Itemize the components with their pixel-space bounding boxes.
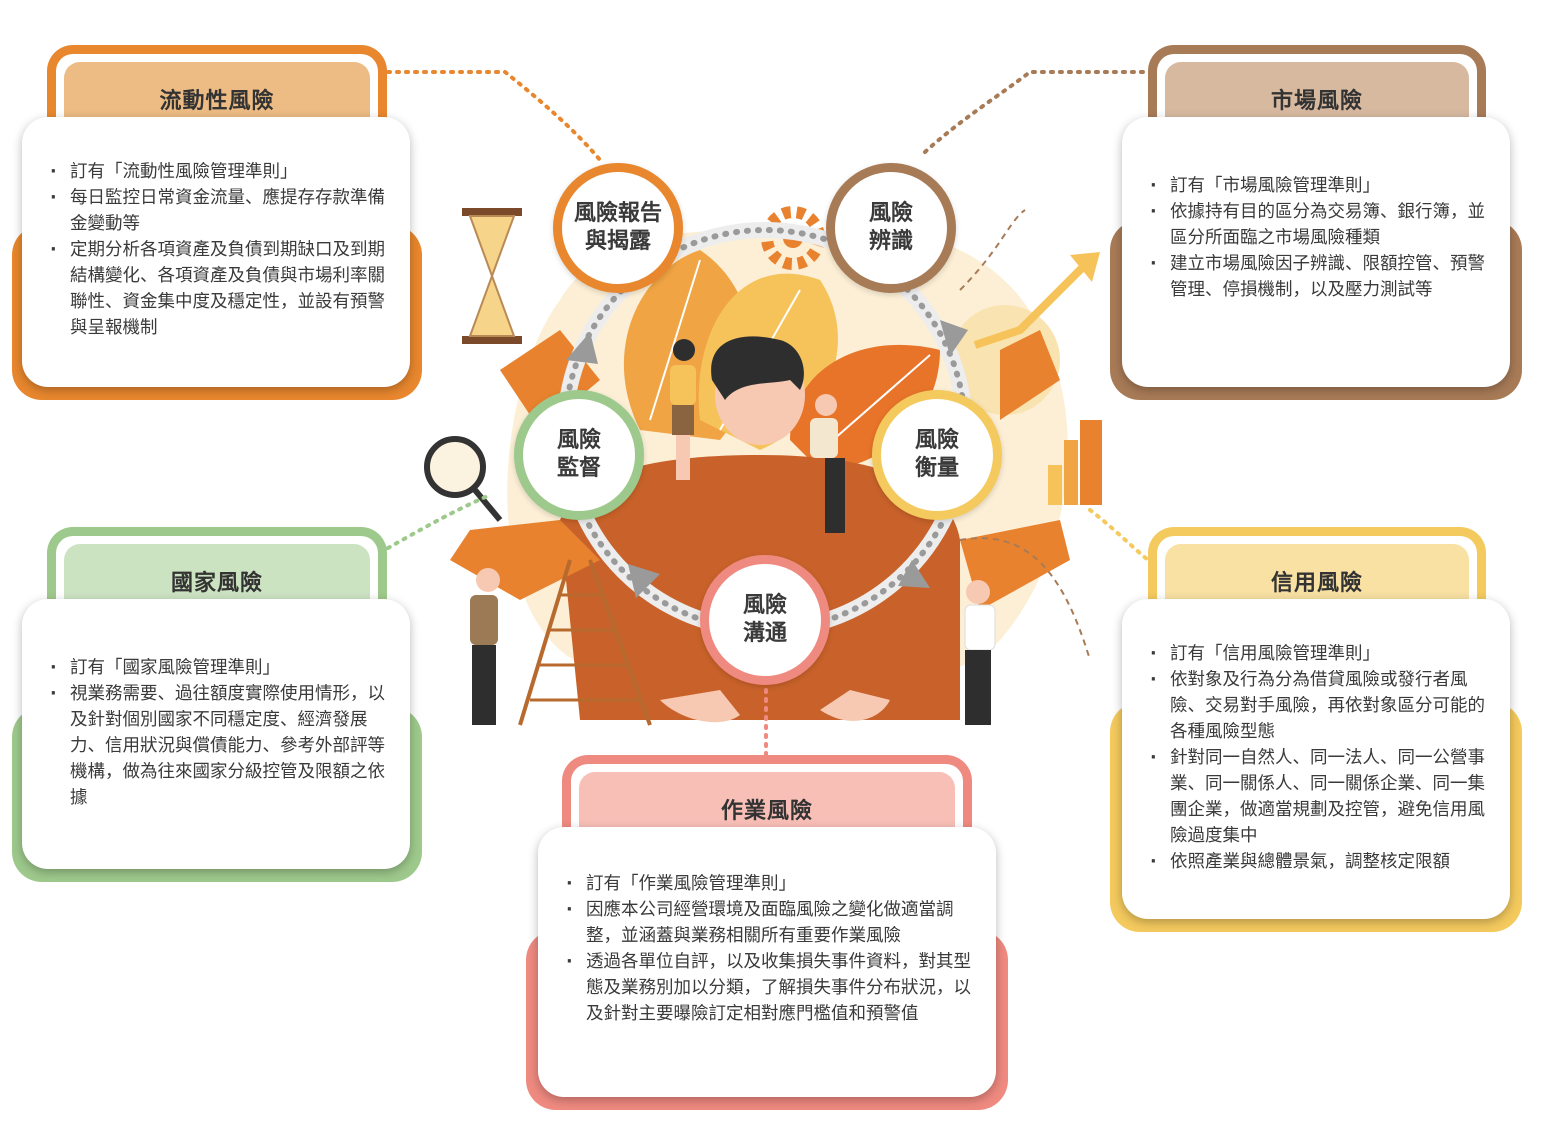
dashed-curve-bottom (959, 537, 1091, 661)
connector-liquidity (386, 70, 602, 162)
cycle-arrow-bottom-left (628, 564, 660, 598)
cycle-node-identify-label: 風險 辨識 (868, 201, 913, 254)
list-item: 透過各單位自評，以及收集損失事件資料，對其型態及業務別加以分類，了解損失事件分布… (564, 949, 980, 1027)
person-right-head (966, 580, 990, 604)
cycle-node-monitor: 風險 監督 (514, 390, 644, 520)
card-market-risk: 市場風險 訂有「市場風險管理準則」 依據持有目的區分為交易簿、銀行簿，並區分所面… (1110, 45, 1522, 400)
hourglass-top (462, 208, 522, 216)
trend-arrowhead (1070, 252, 1100, 282)
card-credit-title: 信用風險 (1270, 570, 1363, 596)
hand-bottom-right (820, 690, 890, 721)
cycle-node-measure-label: 風險 衡量 (914, 428, 959, 481)
list-item: 訂有「流動性風險管理準則」 (48, 159, 396, 185)
connector-market (923, 70, 1150, 154)
person-right-body (964, 604, 996, 651)
magnifier-lens (424, 436, 486, 498)
person-left-legs (472, 645, 496, 725)
cycle-node-identify: 風險 辨識 (826, 163, 956, 293)
cycle-node-communicate-label: 風險 溝通 (742, 593, 787, 646)
list-item: 依據持有目的區分為交易簿、銀行簿，並區分所面臨之市場風險種類 (1148, 199, 1496, 251)
list-item: 建立市場風險因子辨識、限額控管、預警管理、停損機制，以及壓力測試等 (1148, 251, 1496, 303)
card-market-title: 市場風險 (1270, 88, 1363, 114)
bar-chart-bar-3 (1080, 420, 1102, 505)
person-standing-head (673, 339, 695, 361)
person-sitting-body (810, 418, 838, 458)
connector-country (386, 493, 492, 550)
person-left-head (476, 568, 500, 592)
card-market-body: 訂有「市場風險管理準則」 依據持有目的區分為交易簿、銀行簿，並區分所面臨之市場風… (1122, 117, 1510, 387)
person-sitting-legs (825, 458, 845, 533)
person-left-body (470, 595, 498, 645)
list-item: 訂有「信用風險管理準則」 (1148, 641, 1498, 667)
list-item: 依照產業與總體景氣，調整核定限額 (1148, 849, 1498, 875)
card-country-body: 訂有「國家風險管理準則」 視業務需要、過往額度實際使用情形，以及針對個別國家不同… (22, 599, 410, 869)
card-country-list: 訂有「國家風險管理準則」 視業務需要、過往額度實際使用情形，以及針對個別國家不同… (48, 655, 396, 811)
leaf-vein-1 (649, 259, 701, 421)
card-country-risk: 國家風險 訂有「國家風險管理準則」 視業務需要、過往額度實際使用情形，以及針對個… (12, 527, 422, 882)
magnifier-handle (472, 488, 503, 522)
cycle-arrow-top-right (940, 320, 968, 356)
list-item: 定期分析各項資產及負債到期缺口及到期結構變化、各項資產及負債與市場利率關聯性、資… (48, 237, 396, 341)
cycle-arrow-right (898, 560, 930, 588)
person-sitting-head (815, 394, 837, 416)
person-standing-legs (676, 435, 690, 480)
person-standing-skirt (672, 405, 694, 435)
list-item: 每日監控日常資金流量、應提存存款準備金變動等 (48, 185, 396, 237)
ladder-rail-right (588, 559, 652, 726)
cycle-arrow-left (566, 332, 598, 364)
connector-credit (1088, 508, 1150, 562)
list-item: 依對象及行為分為借貸風險或發行者風險、交易對手風險，再依對象區分可能的各種風險型… (1148, 667, 1498, 745)
card-operational-list: 訂有「作業風險管理準則」 因應本公司經營環境及面臨風險之變化做適當調整，並涵蓋與… (564, 871, 980, 1027)
trend-arrow (973, 262, 1088, 349)
ladder-rail-left (518, 559, 572, 726)
arm-upper-right (1000, 330, 1060, 420)
card-credit-body: 訂有「信用風險管理準則」 依對象及行為分為借貸風險或發行者風險、交易對手風險，再… (1122, 599, 1510, 919)
card-operational-body: 訂有「作業風險管理準則」 因應本公司經營環境及面臨風險之變化做適當調整，並涵蓋與… (538, 827, 996, 1097)
person-standing-body (670, 365, 696, 405)
card-credit-list: 訂有「信用風險管理準則」 依對象及行為分為借貸風險或發行者風險、交易對手風險，再… (1148, 641, 1498, 875)
card-liquidity-risk: 流動性風險 訂有「流動性風險管理準則」 每日監控日常資金流量、應提存存款準備金變… (12, 45, 422, 400)
card-operational-title: 作業風險 (720, 798, 813, 824)
cycle-node-communicate: 風險 溝通 (700, 555, 830, 685)
cycle-node-report-label: 風險報告 與揭露 (573, 201, 662, 254)
person-right-legs (965, 650, 991, 725)
hourglass-glass (468, 215, 516, 337)
cycle-node-report: 風險報告 與揭露 (553, 163, 683, 293)
hourglass-bottom (462, 336, 522, 344)
card-market-list: 訂有「市場風險管理準則」 依據持有目的區分為交易簿、銀行簿，並區分所面臨之市場風… (1148, 173, 1496, 303)
card-country-title: 國家風險 (170, 570, 263, 596)
hand-bottom-left (660, 690, 740, 723)
bar-chart-bar-1 (1048, 465, 1062, 505)
cycle-node-monitor-label: 風險 監督 (556, 428, 601, 481)
hair (711, 336, 804, 400)
dashed-curve-right (959, 209, 1026, 291)
card-credit-risk: 信用風險 訂有「信用風險管理準則」 依對象及行為分為借貸風險或發行者風險、交易對… (1110, 527, 1522, 932)
list-item: 視業務需要、過往額度實際使用情形，以及針對個別國家不同穩定度、經濟發展力、信用狀… (48, 681, 396, 811)
card-liquidity-list: 訂有「流動性風險管理準則」 每日監控日常資金流量、應提存存款準備金變動等 定期分… (48, 159, 396, 341)
card-operational-risk: 作業風險 訂有「作業風險管理準則」 因應本公司經營環境及面臨風險之變化做適當調整… (526, 755, 1008, 1110)
list-item: 針對同一自然人、同一法人、同一公營事業、同一關係人、同一關係企業、同一集團企業，… (1148, 745, 1498, 849)
card-liquidity-body: 訂有「流動性風險管理準則」 每日監控日常資金流量、應提存存款準備金變動等 定期分… (22, 117, 410, 387)
bar-chart-bar-2 (1064, 440, 1078, 505)
list-item: 訂有「國家風險管理準則」 (48, 655, 396, 681)
list-item: 因應本公司經營環境及面臨風險之變化做適當調整，並涵蓋與業務相關所有重要作業風險 (564, 897, 980, 949)
list-item: 訂有「作業風險管理準則」 (564, 871, 980, 897)
cycle-node-measure: 風險 衡量 (872, 390, 1002, 520)
card-liquidity-title: 流動性風險 (159, 88, 275, 114)
list-item: 訂有「市場風險管理準則」 (1148, 173, 1496, 199)
